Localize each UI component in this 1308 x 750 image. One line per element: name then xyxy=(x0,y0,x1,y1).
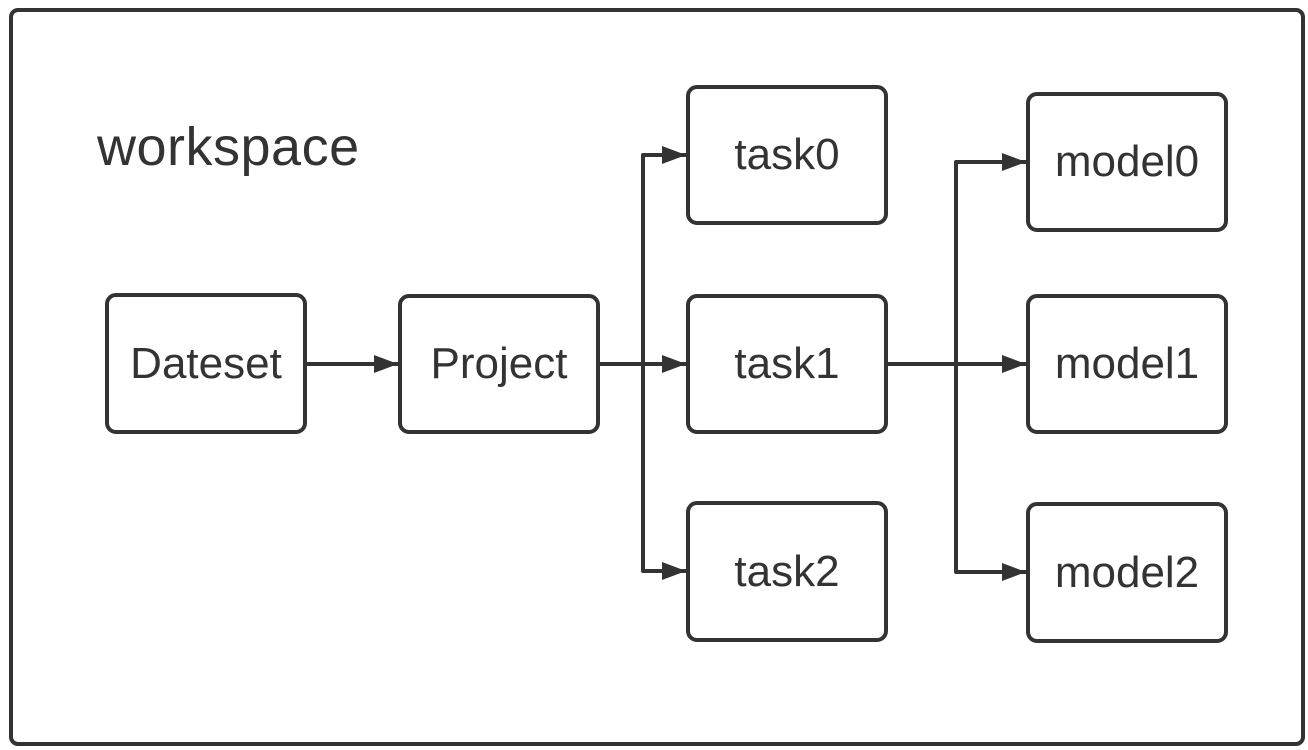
node-dateset: Dateset xyxy=(105,293,307,434)
node-model2: model2 xyxy=(1026,502,1228,643)
workspace-title: workspace xyxy=(97,117,360,177)
node-task0: task0 xyxy=(686,85,888,225)
node-task1: task1 xyxy=(686,294,888,434)
node-label: model2 xyxy=(1054,547,1200,597)
node-label: Project xyxy=(430,339,568,388)
node-model1: model1 xyxy=(1026,294,1228,434)
edge-task1-model0 xyxy=(888,153,1026,366)
edges-layer xyxy=(307,146,1026,581)
node-label: task0 xyxy=(734,130,840,179)
node-label: Dateset xyxy=(130,338,282,388)
workspace-frame: workspace Dateset Project task0 ta xyxy=(9,8,1305,746)
edge-task1-model2 xyxy=(888,362,1026,581)
node-label: task1 xyxy=(734,339,840,388)
node-task2: task2 xyxy=(686,501,888,642)
node-project: Project xyxy=(398,294,600,434)
node-label: model1 xyxy=(1054,339,1200,388)
edge-project-task2 xyxy=(600,362,686,580)
node-model0: model0 xyxy=(1026,92,1228,232)
node-label: model0 xyxy=(1054,137,1200,186)
edge-project-task0 xyxy=(600,146,686,366)
node-label: task2 xyxy=(734,546,840,596)
